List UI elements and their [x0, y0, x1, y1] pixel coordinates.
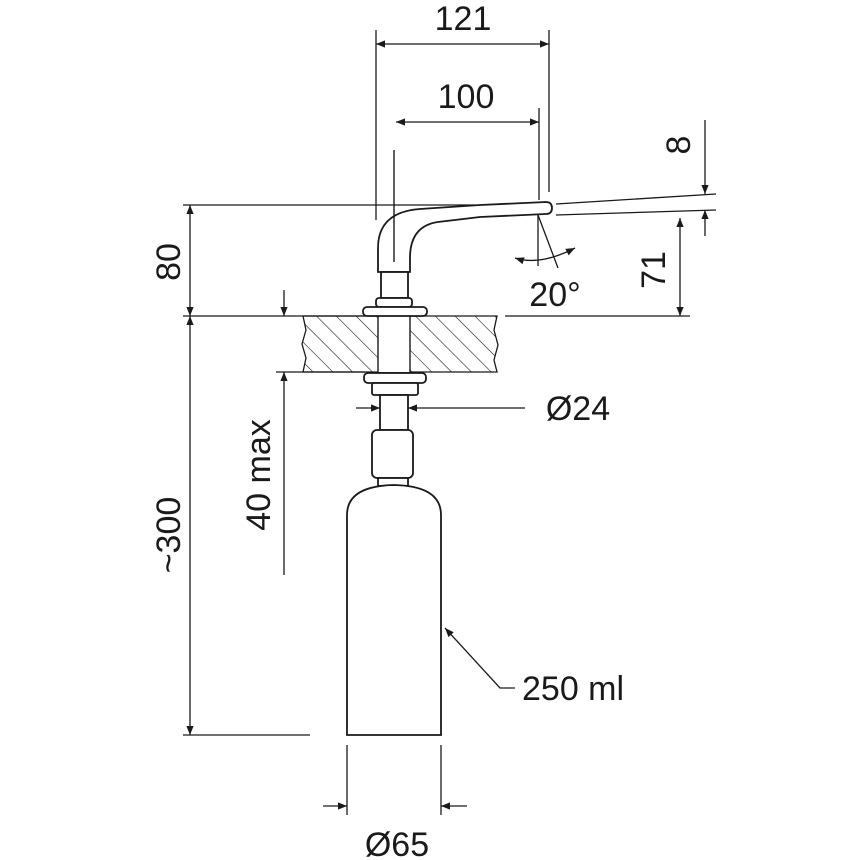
svg-text:71: 71	[635, 251, 673, 289]
svg-text:8: 8	[660, 136, 698, 155]
spout-neck	[380, 271, 409, 299]
countertop	[301, 315, 499, 373]
svg-text:40 max: 40 max	[240, 419, 278, 531]
svg-text:100: 100	[438, 78, 495, 116]
svg-text:Ø24: Ø24	[546, 390, 610, 428]
dim-diameter-65: Ø65	[323, 745, 467, 860]
nut	[371, 382, 419, 396]
dim-diameter-24: Ø24	[356, 390, 610, 428]
svg-text:~300: ~300	[150, 497, 188, 574]
svg-text:250 ml: 250 ml	[522, 670, 624, 708]
top-flange	[362, 306, 428, 317]
dim-300: ~300	[150, 316, 310, 736]
dim-40-max: 40 max	[240, 290, 365, 575]
svg-text:20°: 20°	[529, 276, 580, 314]
lower-washer	[363, 372, 427, 384]
shank	[379, 394, 409, 431]
dim-80: 80	[150, 204, 475, 317]
dim-121: 121	[375, 0, 550, 220]
spout	[377, 150, 553, 273]
collar	[375, 297, 413, 308]
dim-100: 100	[396, 78, 540, 200]
svg-text:80: 80	[150, 243, 188, 281]
callout-250ml: 250 ml	[444, 627, 624, 708]
dim-20-degree: 20°	[514, 214, 581, 314]
svg-text:121: 121	[435, 0, 492, 38]
connector	[371, 429, 414, 479]
svg-text:Ø65: Ø65	[365, 826, 429, 860]
dim-71: 71	[505, 218, 690, 317]
dim-8: 8	[555, 120, 717, 236]
bottle	[346, 484, 442, 736]
